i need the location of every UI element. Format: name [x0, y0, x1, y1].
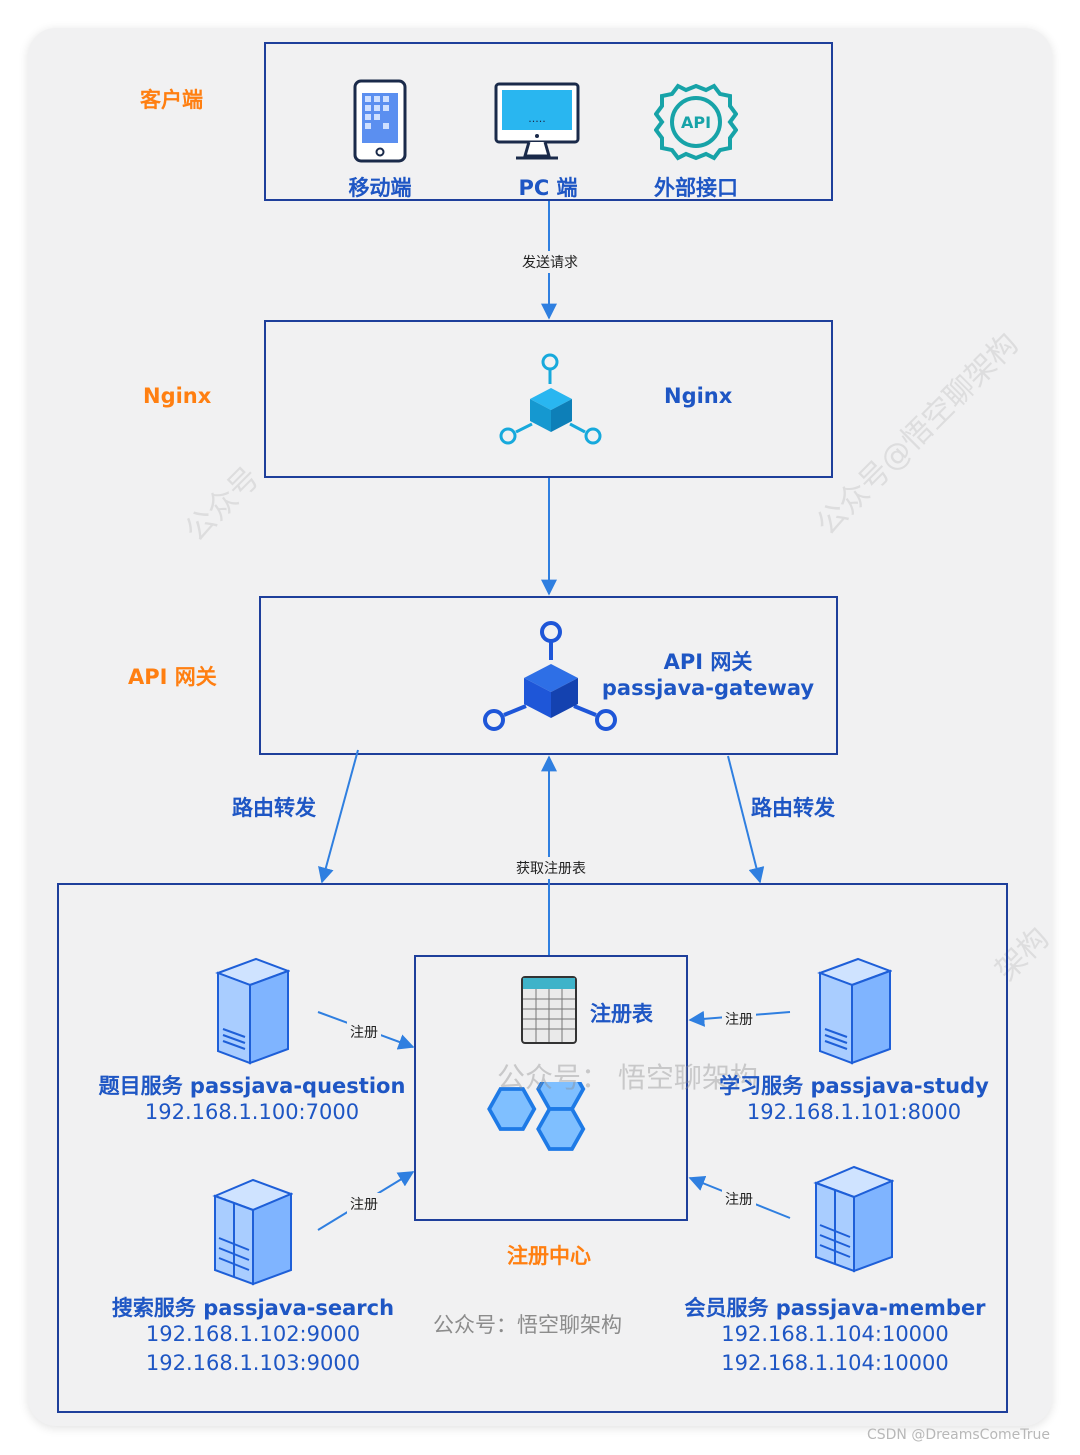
svg-text:.....: ..... — [528, 112, 545, 125]
edge-label-register-study: 注册 — [722, 1008, 756, 1030]
client-label-api: 外部接口 — [654, 176, 738, 200]
service-addr-study-0: 192.168.1.101:8000 — [746, 1100, 962, 1124]
watermark-center: 公众号： 悟空聊架构 — [497, 1061, 758, 1094]
service-addr-question-0: 192.168.1.100:7000 — [144, 1100, 360, 1124]
server-icon-study — [817, 957, 892, 1065]
gateway-title: API 网关 — [663, 650, 753, 674]
layer-label-gateway: API 网关 — [128, 665, 217, 689]
client-label-pc: PC 端 — [518, 176, 578, 200]
edge-label-route-right: 路由转发 — [751, 796, 835, 820]
api-gear-icon: API — [654, 83, 738, 161]
gateway-cube-icon — [483, 621, 617, 731]
layer-label-nginx: Nginx — [143, 384, 212, 408]
edge-label-send-request: 发送请求 — [519, 251, 581, 273]
nginx-box — [264, 320, 833, 478]
edge-label-route-left: 路由转发 — [232, 796, 316, 820]
edge-label-register-member: 注册 — [722, 1188, 756, 1210]
nginx-label: Nginx — [664, 384, 733, 408]
edge-label-get-registry: 获取注册表 — [513, 857, 589, 879]
gateway-box — [259, 596, 838, 755]
edge-label-register-search: 注册 — [347, 1193, 381, 1215]
service-name-study: 学习服务 passjava-study — [719, 1074, 989, 1098]
registry-table-icon — [521, 976, 577, 1044]
server-icon-question — [215, 957, 290, 1065]
client-label-mobile: 移动端 — [348, 176, 412, 200]
svg-text:API: API — [681, 113, 711, 132]
service-addr-search-0: 192.168.1.102:9000 — [145, 1322, 361, 1346]
layer-label-client: 客户端 — [140, 88, 203, 112]
edge-route-right — [727, 755, 765, 884]
service-addr-member-0: 192.168.1.104:10000 — [721, 1322, 949, 1346]
pc-monitor-icon: ..... — [494, 82, 580, 160]
hexagon-cluster-icon — [487, 1082, 586, 1151]
server-rack-icon-member — [813, 1165, 894, 1273]
server-rack-icon-search — [212, 1178, 293, 1286]
footer-credit: CSDN @DreamsComeTrue — [866, 1427, 1050, 1443]
edge-label-register-question: 注册 — [347, 1021, 381, 1043]
layer-label-registry-center: 注册中心 — [507, 1244, 591, 1268]
gateway-subtitle: passjava-gateway — [601, 676, 815, 700]
edge-route-left — [318, 749, 359, 884]
client-box — [264, 42, 833, 201]
service-addr-search-1: 192.168.1.103:9000 — [145, 1351, 361, 1375]
nginx-cube-icon — [499, 353, 602, 445]
mobile-phone-icon — [353, 79, 407, 163]
watermark-bottom: 公众号：悟空聊架构 — [433, 1313, 622, 1337]
registry-label: 注册表 — [590, 1002, 653, 1026]
service-name-search: 搜索服务 passjava-search — [111, 1296, 395, 1320]
service-name-member: 会员服务 passjava-member — [684, 1296, 986, 1320]
services-box — [57, 883, 1008, 1413]
registry-center-box — [414, 955, 688, 1221]
service-name-question: 题目服务 passjava-question — [98, 1074, 406, 1098]
service-addr-member-1: 192.168.1.104:10000 — [721, 1351, 949, 1375]
